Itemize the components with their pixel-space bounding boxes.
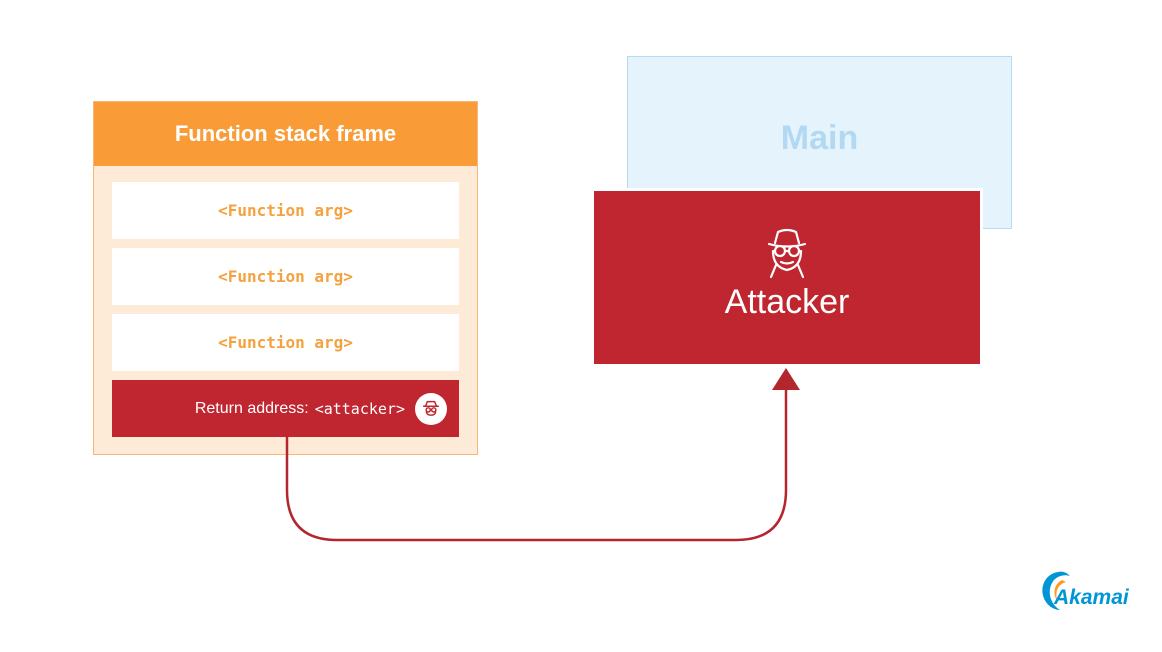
attacker-box: Attacker xyxy=(594,188,983,364)
function-arg-row: <Function arg> xyxy=(112,182,459,239)
akamai-wave-icon xyxy=(1042,571,1070,610)
return-address-value: <attacker> xyxy=(314,399,405,418)
return-address-label: Return address: xyxy=(194,399,309,417)
arrow-head-icon xyxy=(772,368,800,390)
spy-icon xyxy=(415,392,447,425)
attacker-label: Attacker xyxy=(724,283,850,321)
spy-icon xyxy=(759,223,815,284)
akamai-logo-text: Akamai xyxy=(1054,586,1129,609)
akamai-logo: Akamai xyxy=(1036,568,1146,614)
function-arg-row: <Function arg> xyxy=(112,248,459,305)
function-stack-frame: Function stack frame <Function arg> <Fun… xyxy=(93,101,478,455)
stack-frame-title: Function stack frame xyxy=(94,102,477,166)
main-label: Main xyxy=(780,119,859,157)
function-arg-row: <Function arg> xyxy=(112,314,459,371)
return-address-row: Return address: <attacker> xyxy=(112,380,459,437)
